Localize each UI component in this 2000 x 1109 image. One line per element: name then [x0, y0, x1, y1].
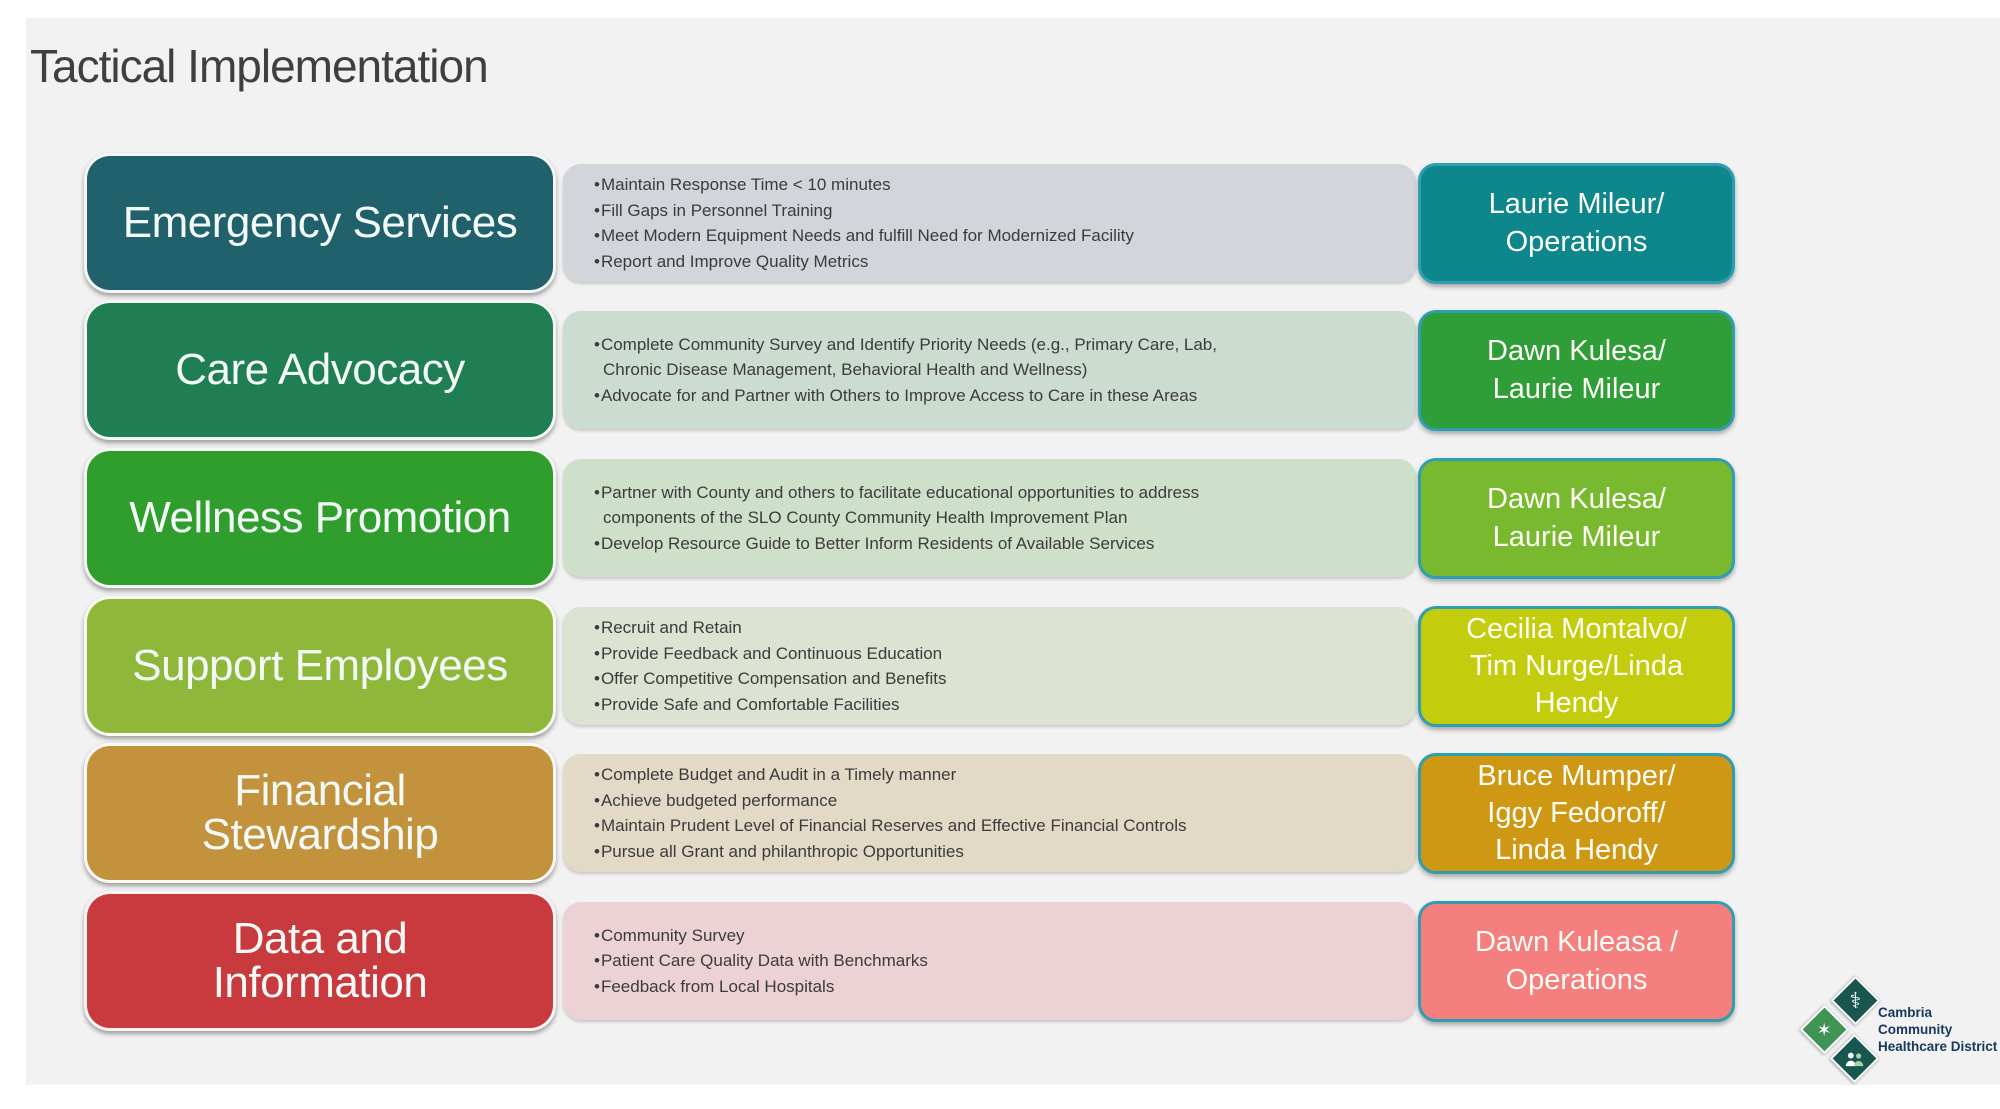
bullet-list: Complete Community Survey and Identify P… — [594, 332, 1269, 409]
people-glyph — [1845, 1051, 1864, 1066]
bullet-item: Provide Feedback and Continuous Educatio… — [594, 641, 1269, 667]
tactical-row: Financial Stewardship Complete Budget an… — [0, 743, 2000, 883]
bullet-item: Advocate for and Partner with Others to … — [594, 383, 1269, 409]
bullet-item: Feedback from Local Hospitals — [594, 974, 1269, 1000]
tactical-row: Data and Information Community SurveyPat… — [0, 891, 2000, 1031]
bullet-list: Recruit and RetainProvide Feedback and C… — [594, 615, 1269, 717]
bullet-band: Complete Budget and Audit in a Timely ma… — [563, 754, 1416, 872]
owner-box: Dawn Kulesa/ Laurie Mileur — [1418, 310, 1735, 431]
bullet-item: Maintain Prudent Level of Financial Rese… — [594, 813, 1269, 839]
category-box: Care Advocacy — [84, 300, 556, 440]
star-of-life-glyph: ✶ — [1816, 1019, 1833, 1040]
category-box: Support Employees — [84, 596, 556, 736]
category-box: Financial Stewardship — [84, 743, 556, 883]
org-name-line1: Cambria Community — [1878, 1005, 1953, 1037]
bullet-item: Offer Competitive Compensation and Benef… — [594, 666, 1269, 692]
bullet-list: Community SurveyPatient Care Quality Dat… — [594, 923, 1269, 1000]
tactical-row: Care Advocacy Complete Community Survey … — [0, 300, 2000, 440]
owner-box: Dawn Kuleasa / Operations — [1418, 901, 1735, 1022]
owner-box: Laurie Mileur/ Operations — [1418, 163, 1735, 284]
bullet-band: Partner with County and others to facili… — [563, 459, 1416, 577]
owner-box: Bruce Mumper/ Iggy Fedoroff/ Linda Hendy — [1418, 753, 1735, 874]
org-logo: ⚕ ✶ Cambria Community Healthcare Distric… — [1780, 955, 2000, 1085]
bullet-band: Maintain Response Time < 10 minutesFill … — [563, 164, 1416, 282]
page-title: Tactical Implementation — [30, 39, 489, 92]
bullet-item: Report and Improve Quality Metrics — [594, 249, 1269, 275]
category-box: Data and Information — [84, 891, 556, 1031]
bullet-item: Patient Care Quality Data with Benchmark… — [594, 948, 1269, 974]
tactical-row: Support Employees Recruit and RetainProv… — [0, 596, 2000, 736]
caduceus-glyph: ⚕ — [1849, 987, 1862, 1013]
bullet-band: Complete Community Survey and Identify P… — [563, 311, 1416, 429]
bullet-item: Partner with County and others to facili… — [594, 480, 1269, 531]
tactical-row: Wellness Promotion Partner with County a… — [0, 448, 2000, 588]
bullet-band: Community SurveyPatient Care Quality Dat… — [563, 902, 1416, 1020]
bullet-list: Complete Budget and Audit in a Timely ma… — [594, 762, 1269, 864]
tactical-row: Emergency Services Maintain Response Tim… — [0, 153, 2000, 293]
bullet-item: Maintain Response Time < 10 minutes — [594, 172, 1269, 198]
bullet-band: Recruit and RetainProvide Feedback and C… — [563, 607, 1416, 725]
category-box: Wellness Promotion — [84, 448, 556, 588]
owner-box: Dawn Kulesa/ Laurie Mileur — [1418, 458, 1735, 579]
bullet-item: Complete Budget and Audit in a Timely ma… — [594, 762, 1269, 788]
org-name-line2: Healthcare District — [1878, 1038, 1998, 1054]
org-name: Cambria Community Healthcare District — [1878, 1005, 2000, 1056]
people-icon — [1829, 1033, 1880, 1084]
bullet-item: Achieve budgeted performance — [594, 788, 1269, 814]
bullet-list: Partner with County and others to facili… — [594, 480, 1269, 557]
bullet-item: Meet Modern Equipment Needs and fulfill … — [594, 223, 1269, 249]
category-box: Emergency Services — [84, 153, 556, 293]
bullet-list: Maintain Response Time < 10 minutesFill … — [594, 172, 1269, 274]
bullet-item: Recruit and Retain — [594, 615, 1269, 641]
bullet-item: Provide Safe and Comfortable Facilities — [594, 692, 1269, 718]
bullet-item: Complete Community Survey and Identify P… — [594, 332, 1269, 383]
bullet-item: Pursue all Grant and philanthropic Oppor… — [594, 839, 1269, 865]
bullet-item: Community Survey — [594, 923, 1269, 949]
owner-box: Cecilia Montalvo/ Tim Nurge/Linda Hendy — [1418, 606, 1735, 727]
bullet-item: Develop Resource Guide to Better Inform … — [594, 531, 1269, 557]
bullet-item: Fill Gaps in Personnel Training — [594, 198, 1269, 224]
